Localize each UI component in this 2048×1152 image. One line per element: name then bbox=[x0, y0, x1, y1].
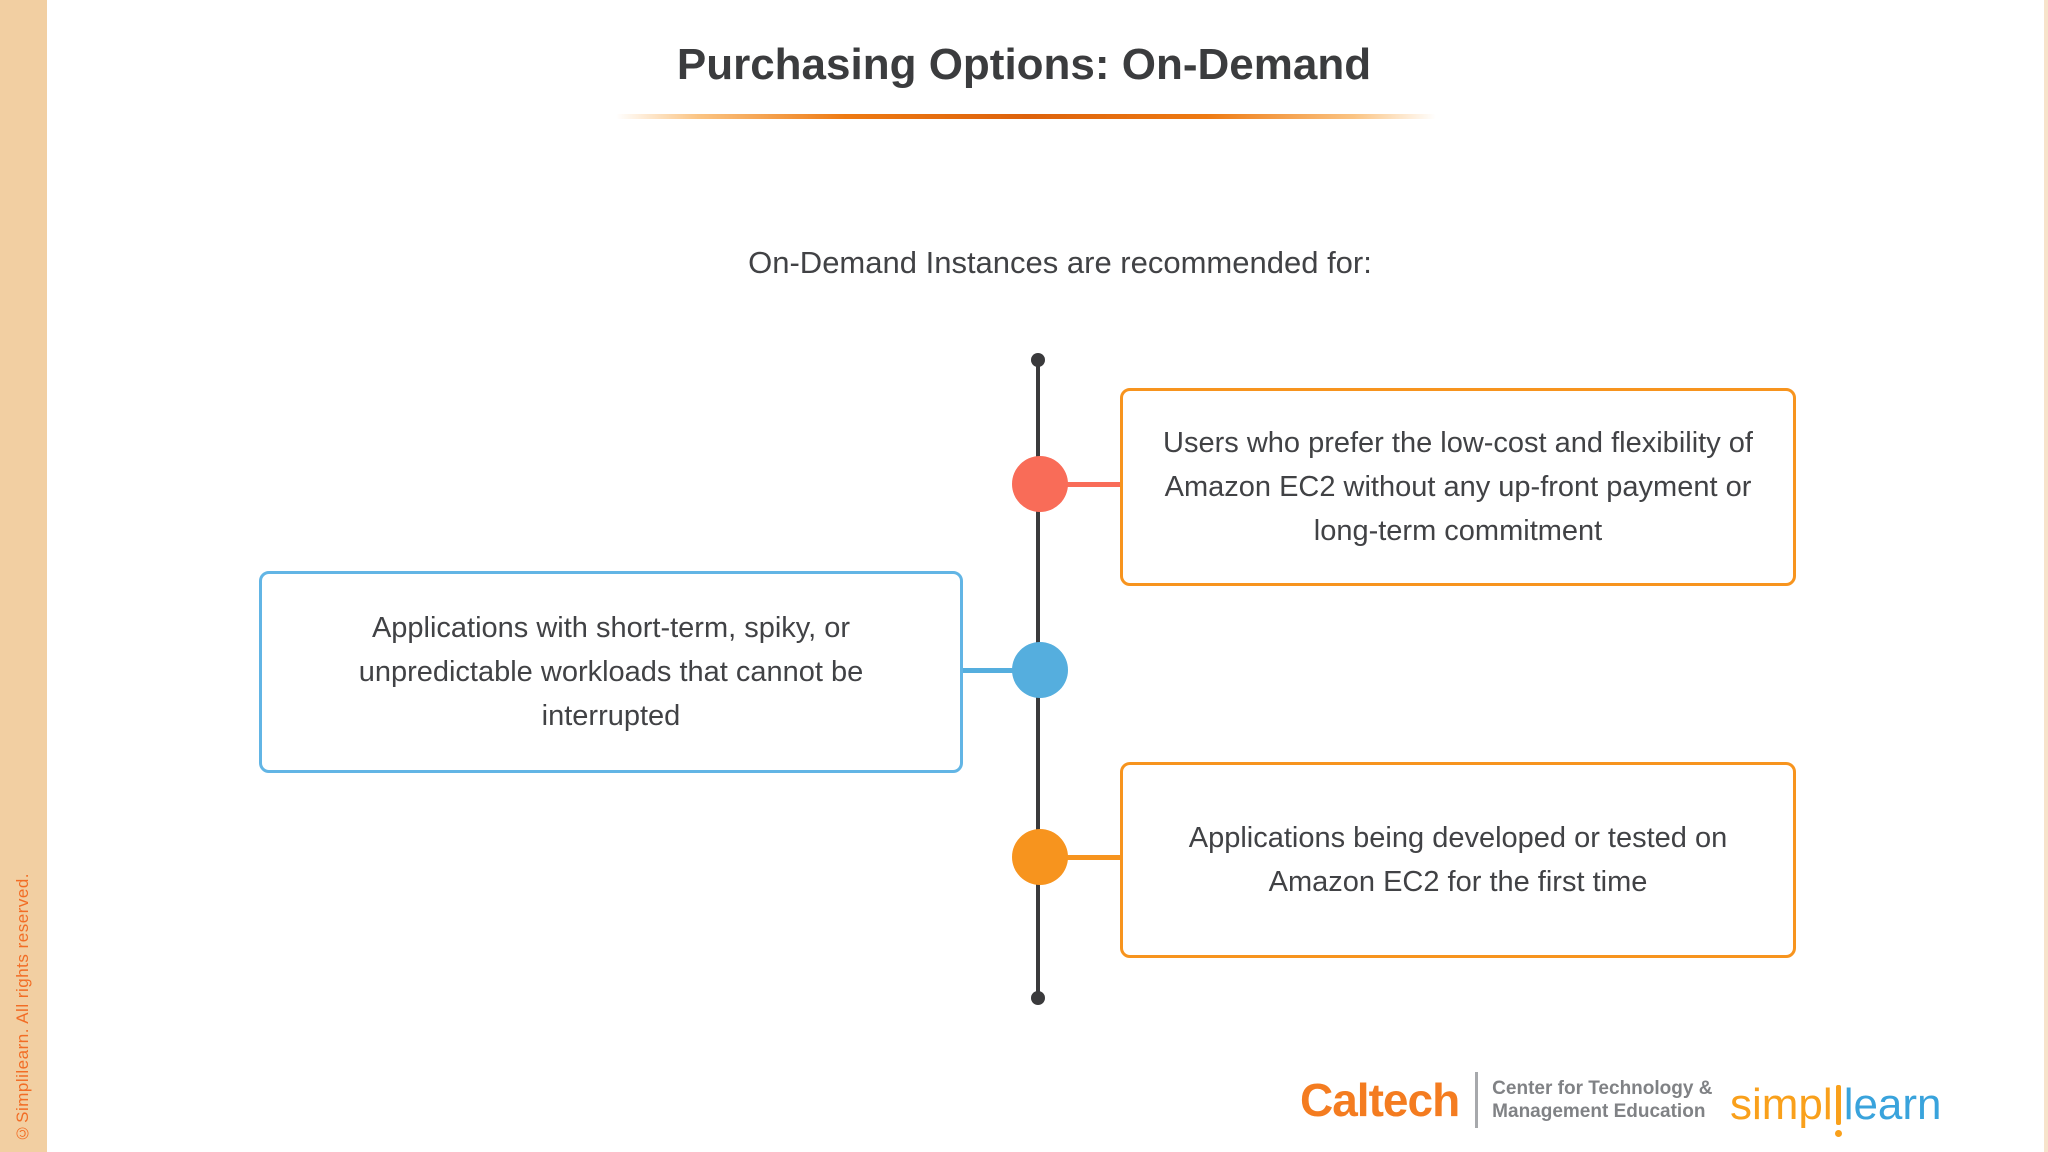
copyright-strip: ©Simplilearn. All rights reserved. bbox=[0, 0, 47, 1152]
caltech-logo-divider bbox=[1475, 1072, 1479, 1128]
simplilearn-logo-part1: simpl bbox=[1730, 1080, 1833, 1129]
callout-text: Users who prefer the low-cost and flexib… bbox=[1163, 427, 1753, 547]
caltech-logo-text-line1: Center for Technology & bbox=[1492, 1078, 1713, 1099]
connector-orange bbox=[1064, 855, 1122, 860]
timeline-node-blue bbox=[1012, 642, 1068, 698]
page-title: Purchasing Options: On-Demand bbox=[676, 40, 1372, 89]
timeline-node-red bbox=[1012, 456, 1068, 512]
copyright-text: ©Simplilearn. All rights reserved. bbox=[13, 872, 32, 1142]
simplilearn-logo: simpl learn bbox=[1730, 1080, 1942, 1137]
title-underline bbox=[616, 114, 1436, 119]
timeline-start-dot bbox=[1031, 353, 1045, 367]
timeline-end-dot bbox=[1031, 991, 1045, 1005]
callout-spiky-workloads: Applications with short-term, spiky, or … bbox=[259, 571, 963, 773]
simplilearn-i-icon bbox=[1834, 1085, 1842, 1137]
connector-red bbox=[1064, 482, 1122, 487]
caltech-logo: Caltech Center for Technology & Manageme… bbox=[1300, 1072, 1712, 1128]
caltech-wordmark: Caltech bbox=[1300, 1074, 1460, 1126]
caltech-logo-text: Center for Technology & Management Educa… bbox=[1492, 1077, 1712, 1123]
callout-low-cost-flexibility: Users who prefer the low-cost and flexib… bbox=[1120, 388, 1796, 586]
caltech-logo-text-line2: Management Education bbox=[1492, 1101, 1706, 1122]
callout-developed-tested: Applications being developed or tested o… bbox=[1120, 762, 1796, 958]
timeline-node-orange bbox=[1012, 829, 1068, 885]
callout-text: Applications being developed or tested o… bbox=[1188, 822, 1728, 898]
simplilearn-logo-part2: learn bbox=[1843, 1080, 1942, 1129]
right-edge-strip bbox=[2044, 0, 2048, 1152]
connector-blue bbox=[955, 668, 1015, 673]
callout-text: Applications with short-term, spiky, or … bbox=[358, 612, 864, 732]
subtitle: On-Demand Instances are recommended for: bbox=[748, 245, 1372, 280]
